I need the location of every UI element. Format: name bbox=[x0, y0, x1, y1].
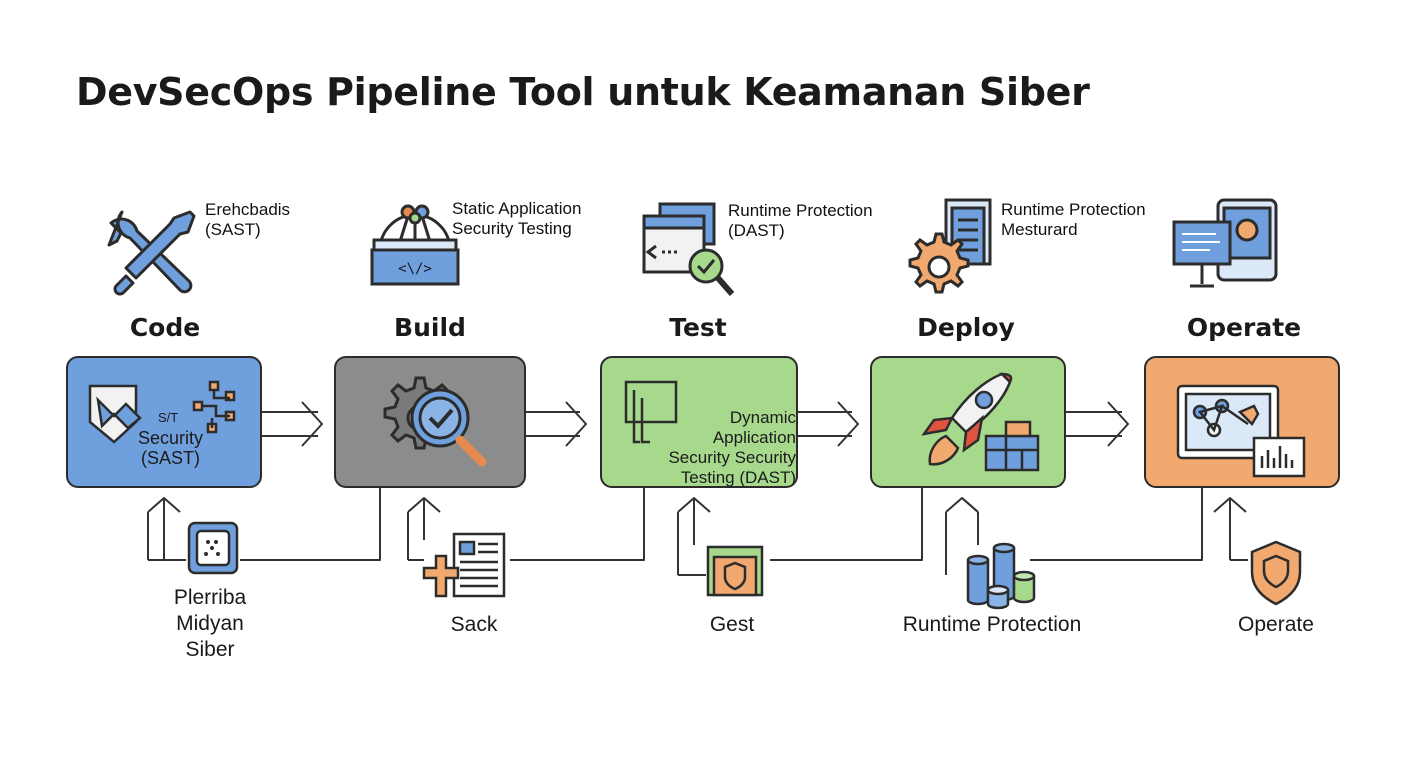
operate-bottom-caption: Operate bbox=[1238, 613, 1314, 636]
test-bottom-caption: Gest bbox=[709, 613, 755, 636]
code-scan-icon bbox=[88, 380, 236, 444]
deploy-bottom-caption: Runtime Protection bbox=[902, 613, 1082, 636]
stage-label-operate: Operate bbox=[1186, 313, 1302, 342]
report-icon bbox=[422, 532, 506, 598]
database-icon bbox=[966, 542, 1036, 610]
shield-icon bbox=[1250, 540, 1302, 606]
stage-box-code: S/T Security (SAST) bbox=[66, 356, 262, 488]
monitor-profile-icon bbox=[1172, 198, 1278, 288]
rocket-icon bbox=[921, 372, 1040, 472]
feedback-loop-deploy bbox=[945, 488, 1203, 575]
stage-box-operate bbox=[1144, 356, 1340, 488]
arrow-deploy-operate bbox=[1066, 401, 1129, 447]
test-top-caption: Runtime Protection (DAST) bbox=[728, 201, 873, 240]
shield-card-icon bbox=[706, 545, 764, 597]
feedback-loop-operate bbox=[1213, 497, 1248, 561]
feedback-loop-code bbox=[147, 488, 381, 561]
build-top-caption: Static Application Security Testing bbox=[452, 199, 582, 238]
stage-label-build: Build bbox=[394, 313, 466, 342]
arrow-code-build bbox=[262, 401, 323, 447]
page-title: DevSecOps Pipeline Tool untuk Keamanan S… bbox=[76, 70, 1090, 114]
stage-label-test: Test bbox=[669, 313, 727, 342]
stage-label-code: Code bbox=[129, 313, 201, 342]
documents-icon bbox=[624, 380, 678, 444]
stage-box-deploy bbox=[870, 356, 1066, 488]
arrow-build-test bbox=[526, 401, 587, 447]
build-bottom-caption: Sack bbox=[450, 613, 498, 636]
test-box-text: Dynamic Application Security Security Te… bbox=[668, 408, 796, 487]
chip-icon bbox=[187, 521, 239, 575]
code-top-caption: Erehcbadis (SAST) bbox=[205, 200, 291, 239]
stage-label-deploy: Deploy bbox=[917, 313, 1015, 342]
magnifier-check-icon bbox=[383, 376, 487, 467]
wrench-icon bbox=[107, 210, 196, 296]
code-box-small-label: S/T bbox=[158, 410, 179, 425]
dashboard-monitor-icon bbox=[1176, 384, 1306, 478]
code-bottom-caption: Plerriba Midyan Siber bbox=[173, 586, 247, 661]
code-box-text: Security (SAST) bbox=[138, 428, 204, 468]
stage-box-test: Dynamic Application Security Security Te… bbox=[600, 356, 798, 488]
feedback-loop-test bbox=[677, 488, 923, 576]
gear-docs-icon bbox=[908, 198, 992, 294]
stage-box-build bbox=[334, 356, 526, 488]
test-window-icon bbox=[642, 202, 735, 296]
deploy-top-caption: Runtime Protection Mesturard bbox=[1001, 200, 1146, 239]
feedback-loop-build bbox=[407, 488, 645, 561]
arrow-test-deploy bbox=[798, 401, 859, 447]
build-tools-icon: <\/> bbox=[370, 204, 460, 286]
svg-text:<\/>: <\/> bbox=[398, 261, 432, 277]
